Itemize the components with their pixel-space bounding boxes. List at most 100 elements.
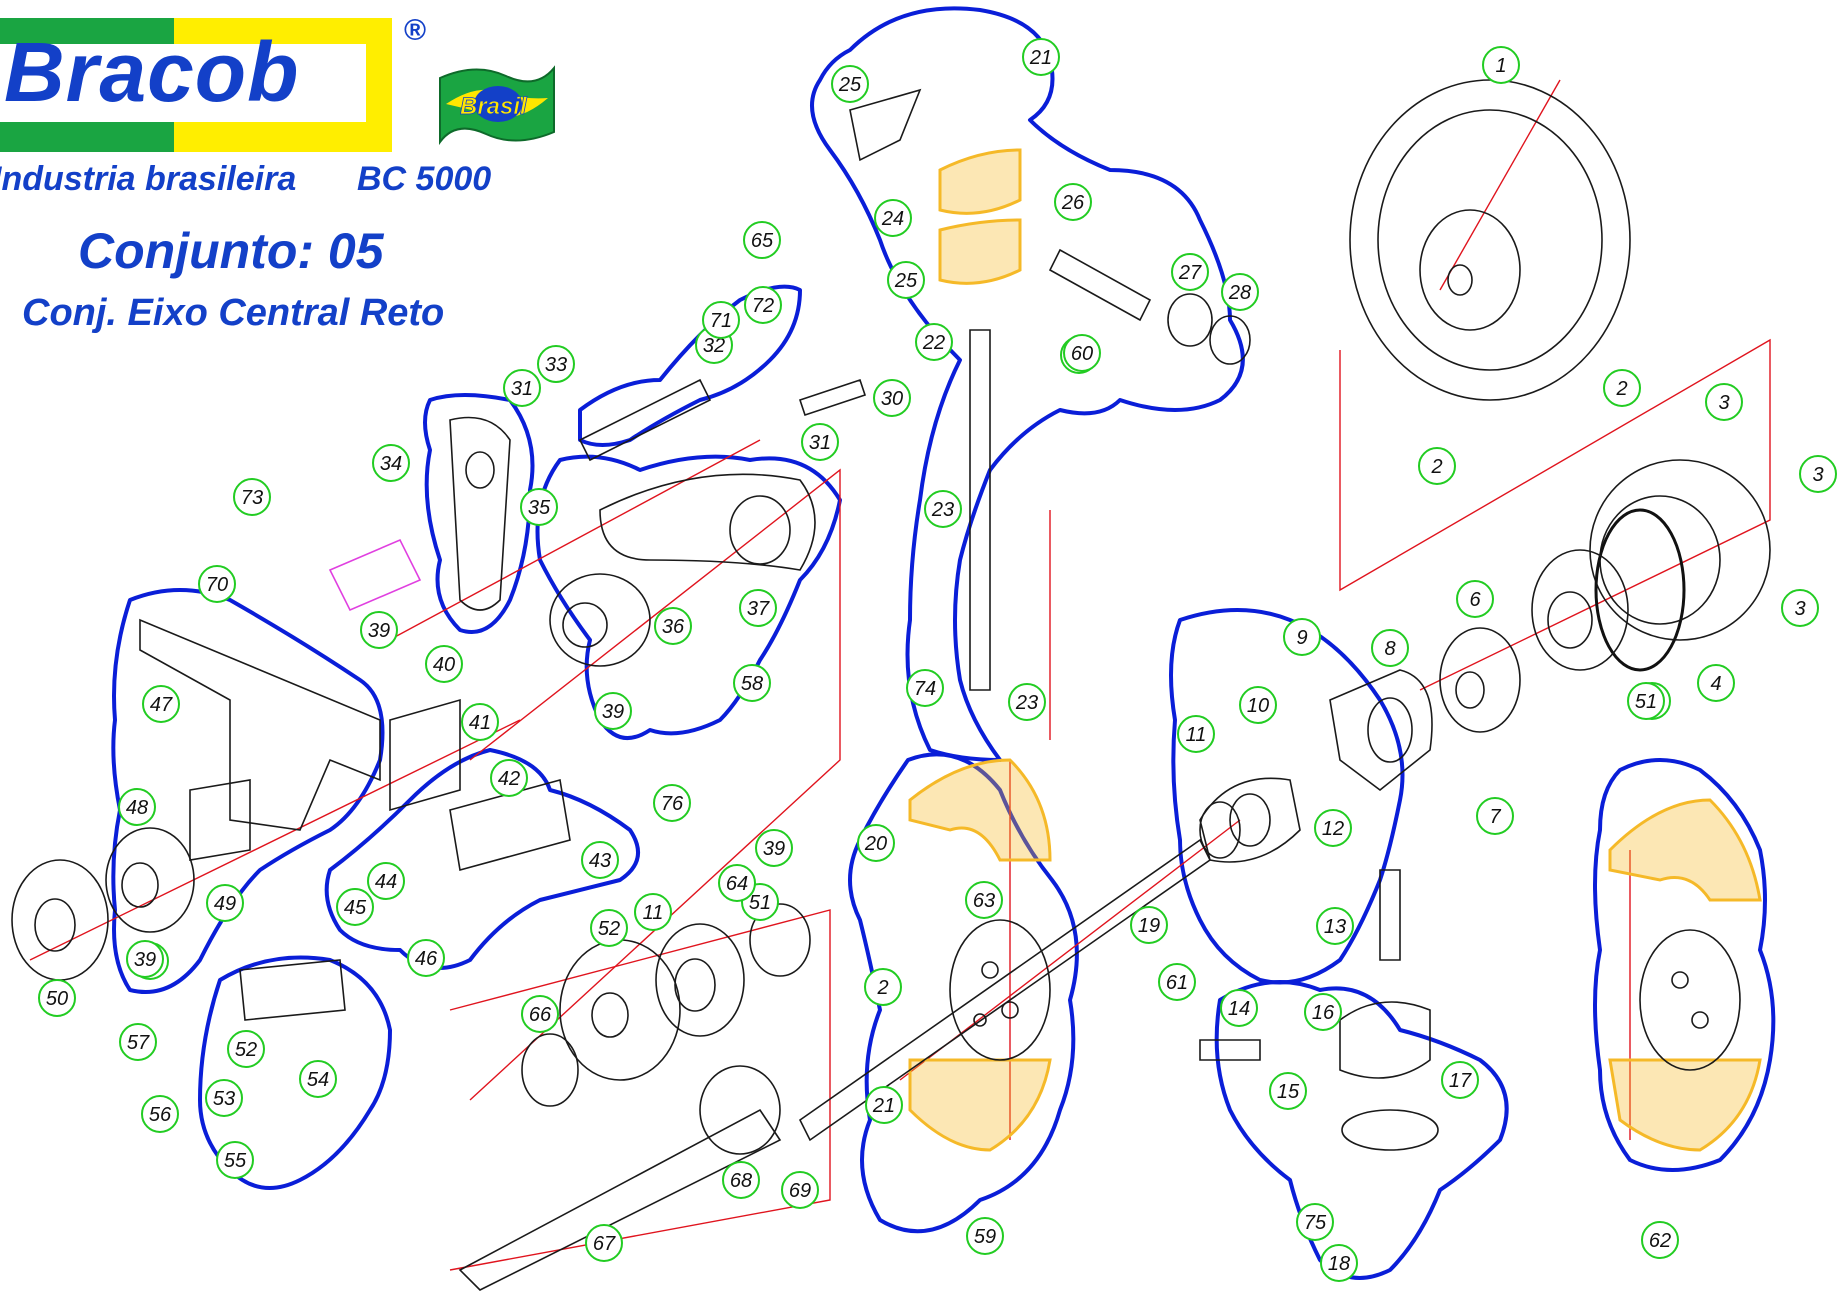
callout-35: 35 xyxy=(520,488,558,526)
subtitle-text: Industria brasileira xyxy=(0,160,297,198)
callout-47: 47 xyxy=(142,685,180,723)
callout-33: 33 xyxy=(537,345,575,383)
part-65-collar xyxy=(749,903,811,977)
outline-group-59 xyxy=(535,454,842,740)
callout-43: 43 xyxy=(581,841,619,879)
callout-circle xyxy=(490,759,528,797)
callout-number: 49 xyxy=(214,893,236,915)
callout-number: 14 xyxy=(1228,998,1250,1020)
callout-number: 46 xyxy=(415,948,438,970)
callout-circle xyxy=(1220,989,1258,1027)
callout-number: 48 xyxy=(126,797,148,819)
callout-number: 2 xyxy=(1615,378,1627,400)
callout-12: 12 xyxy=(1314,809,1352,847)
part-18-base xyxy=(1341,1109,1439,1151)
callout-circle xyxy=(1171,253,1209,291)
callout-number: 4 xyxy=(1710,673,1721,695)
part-42-plate xyxy=(389,698,461,812)
outline-group-61 xyxy=(810,6,1245,762)
callout-10: 10 xyxy=(1239,686,1277,724)
brazil-flag-icon: Brasil xyxy=(439,65,555,146)
callout-circle xyxy=(864,968,902,1006)
callout-number: 39 xyxy=(134,949,156,971)
callout-34: 34 xyxy=(372,444,410,482)
callout-7: 7 xyxy=(1476,797,1514,835)
callout-number: 73 xyxy=(241,487,263,509)
part-27-screw xyxy=(1048,248,1152,322)
callout-circle xyxy=(831,65,869,103)
callout-52: 52 xyxy=(590,909,628,947)
callout-circle xyxy=(126,940,164,978)
callout-76: 76 xyxy=(653,784,691,822)
callout-circle xyxy=(857,824,895,862)
registered-mark: ® xyxy=(404,14,427,47)
callout-number: 9 xyxy=(1296,627,1307,649)
callout-number: 6 xyxy=(1469,589,1481,611)
callout-circle xyxy=(1158,963,1196,1001)
part-49-bearing xyxy=(105,827,195,933)
callout-number: 66 xyxy=(529,1004,552,1026)
callout-number: 1 xyxy=(1495,55,1506,77)
callout-circle xyxy=(1314,809,1352,847)
part-18-block xyxy=(1339,1001,1431,1079)
callout-50: 50 xyxy=(38,979,76,1017)
outline-group-63 xyxy=(1593,758,1776,1172)
callout-number: 33 xyxy=(545,354,567,376)
callout-number: 62 xyxy=(1649,1230,1671,1252)
outline-group-60 xyxy=(848,752,1079,1234)
callout-circle xyxy=(1054,183,1092,221)
callout-60: 60 xyxy=(1063,334,1101,372)
part-8-bracket xyxy=(1329,669,1433,792)
callout-number: 8 xyxy=(1384,638,1395,660)
callout-circle xyxy=(1130,906,1168,944)
callout-circle xyxy=(1063,334,1101,372)
callout-53: 53 xyxy=(205,1079,243,1117)
callout-circle xyxy=(801,423,839,461)
part-5-oring xyxy=(1594,508,1686,672)
callout-58: 58 xyxy=(733,664,771,702)
part-40-sleeve xyxy=(328,538,422,612)
outline-group-62 xyxy=(1169,608,1405,985)
callout-39: 39 xyxy=(126,940,164,978)
callout-circle xyxy=(1482,46,1520,84)
callout-circle xyxy=(1705,383,1743,421)
callout-circle xyxy=(38,979,76,1017)
callout-number: 75 xyxy=(1304,1212,1327,1234)
callout-circle xyxy=(407,939,445,977)
model-text: BC 5000 xyxy=(357,160,492,198)
callout-circle xyxy=(1221,273,1259,311)
callout-46: 46 xyxy=(407,939,445,977)
callout-30: 30 xyxy=(873,379,911,417)
callout-2: 2 xyxy=(864,968,902,1006)
part-34-link xyxy=(449,416,511,611)
callout-48: 48 xyxy=(118,788,156,826)
callout-circle xyxy=(1641,1221,1679,1259)
callout-circle xyxy=(744,286,782,324)
callout-circle xyxy=(367,862,405,900)
callout-circle xyxy=(118,788,156,826)
callout-circle xyxy=(198,565,236,603)
callout-21: 21 xyxy=(865,1086,903,1124)
callout-circle xyxy=(360,611,398,649)
callout-41: 41 xyxy=(461,703,499,741)
callout-39: 39 xyxy=(594,692,632,730)
callout-number: 39 xyxy=(763,838,785,860)
callout-circle xyxy=(594,692,632,730)
callout-circle xyxy=(1456,580,1494,618)
logo-white-panel xyxy=(0,44,366,122)
callout-14: 14 xyxy=(1220,989,1258,1027)
callout-number: 2 xyxy=(1430,456,1442,478)
part-25-lower xyxy=(938,218,1022,285)
callout-number: 76 xyxy=(661,793,684,815)
callout-circle xyxy=(887,261,925,299)
part-29-washer xyxy=(1209,315,1251,365)
callout-number: 54 xyxy=(307,1069,329,1091)
callout-circle xyxy=(590,909,628,947)
callout-circle xyxy=(702,301,740,339)
callout-circle xyxy=(865,1086,903,1124)
group-outlines xyxy=(111,6,1776,1280)
callout-number: 13 xyxy=(1324,916,1346,938)
callout-circle xyxy=(1371,629,1409,667)
